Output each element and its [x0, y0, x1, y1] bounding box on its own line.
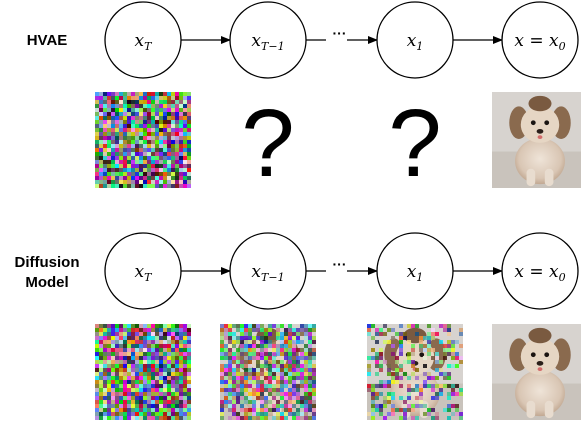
node-3: x1: [376, 232, 454, 310]
node-label-main: x = x: [514, 262, 559, 282]
node-1: xT: [104, 232, 182, 310]
node-label: xT: [135, 31, 154, 53]
node-label-subscript: 0: [559, 271, 566, 284]
ellipsis-dots: ···: [333, 256, 347, 272]
node-circle: [501, 232, 579, 310]
node-circle: [104, 1, 182, 79]
node-label-subscript: T−1: [261, 40, 285, 53]
sample-image-4: [492, 324, 581, 420]
node-1: xT: [104, 1, 182, 79]
row-label-line: Diffusion: [15, 254, 80, 271]
node-3: x1: [376, 1, 454, 79]
sample-image-2: [220, 324, 316, 420]
dog-image: [492, 324, 581, 420]
sample-image-2: ?: [241, 90, 294, 197]
node-label: x1: [407, 262, 424, 284]
ellipsis-dots: ···: [333, 25, 347, 41]
node-circle: [229, 232, 307, 310]
question-mark-icon: ?: [241, 90, 294, 197]
node-circle: [104, 232, 182, 310]
node-2: xT−1: [229, 232, 307, 310]
node-label-main: x = x: [514, 31, 559, 51]
dog-image: [492, 92, 581, 188]
node-label-subscript: T: [144, 40, 153, 53]
node-label: x = x0: [514, 262, 565, 284]
node-4: x = x0: [501, 232, 579, 310]
row-label-line: HVAE: [27, 32, 68, 49]
node-label-main: x: [407, 262, 417, 282]
question-mark-icon: ?: [388, 90, 441, 197]
node-label-subscript: 0: [559, 40, 566, 53]
node-label: x1: [407, 31, 424, 53]
node-label: xT: [135, 262, 154, 284]
sample-image-3: ?: [388, 90, 441, 197]
node-label-subscript: 1: [416, 40, 423, 53]
node-label-main: x: [407, 31, 417, 51]
row-label: HVAE: [27, 32, 68, 49]
node-4: x = x0: [501, 1, 579, 79]
row-label-line: Model: [25, 274, 68, 291]
node-label: xT−1: [251, 262, 284, 284]
node-label-main: x: [251, 31, 261, 51]
sample-image-1: [95, 324, 191, 420]
node-2: xT−1: [229, 1, 307, 79]
noisy-dog-image: [367, 324, 463, 420]
sample-image-4: [492, 92, 581, 188]
node-label: xT−1: [251, 31, 284, 53]
node-label-subscript: 1: [416, 271, 423, 284]
node-circle: [376, 232, 454, 310]
node-label-subscript: T: [144, 271, 153, 284]
sample-image-3: [367, 324, 463, 420]
node-label-main: x: [135, 31, 145, 51]
noisy-dog-image: [220, 324, 316, 420]
node-label-main: x: [251, 262, 261, 282]
node-label-main: x: [135, 262, 145, 282]
node-label: x = x0: [514, 31, 565, 53]
node-label-subscript: T−1: [261, 271, 285, 284]
node-circle: [376, 1, 454, 79]
node-circle: [229, 1, 307, 79]
sample-image-1: [95, 92, 191, 188]
node-circle: [501, 1, 579, 79]
